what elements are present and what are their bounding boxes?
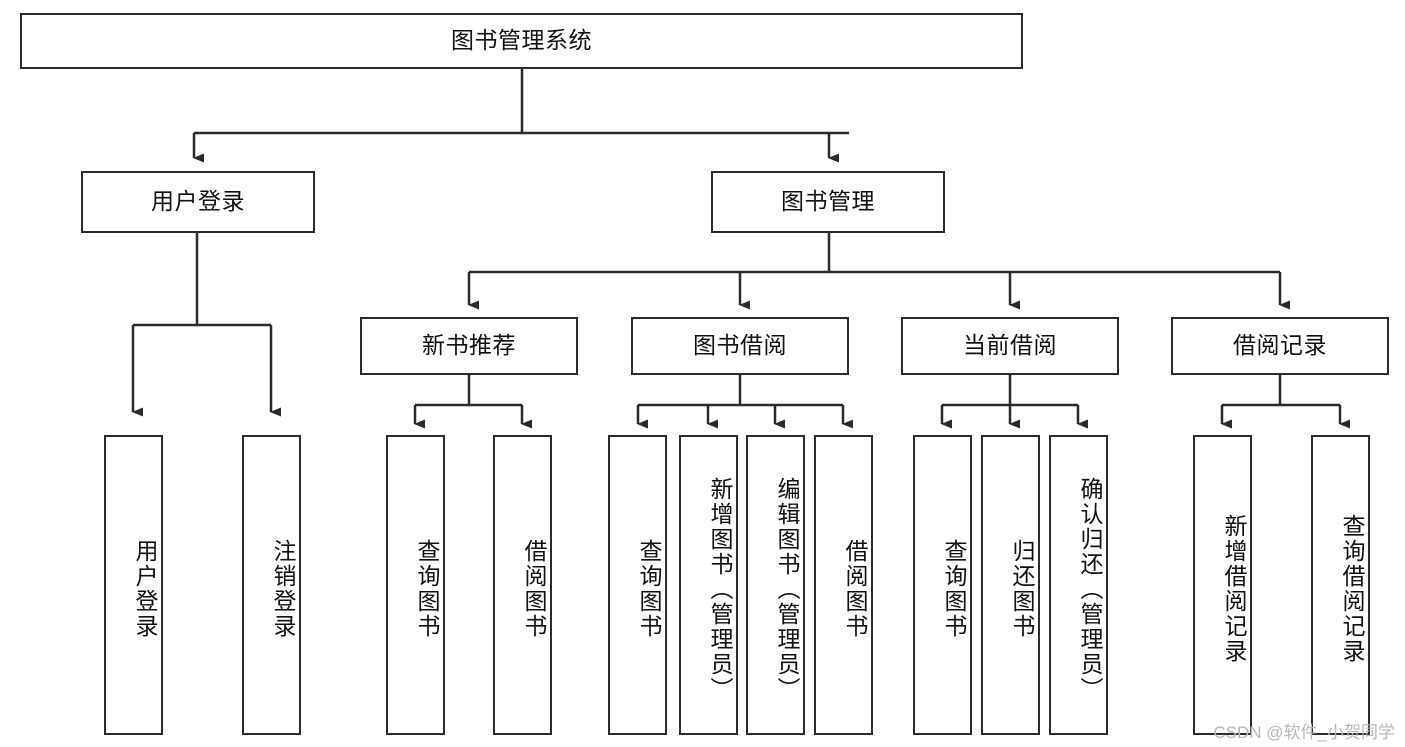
leaf-book-borrow-borrow-book[interactable]: 借阅图书 (814, 435, 873, 735)
leaf-new-book-borrow-book[interactable]: 借阅图书 (493, 435, 552, 735)
node-borrow-record[interactable]: 借阅记录 (1171, 317, 1389, 375)
leaf-current-borrow-confirm-return-admin[interactable]: 确认归还（管理员） (1049, 435, 1108, 735)
node-root-book-management-system[interactable]: 图书管理系统 (20, 13, 1023, 69)
leaf-current-borrow-query-book[interactable]: 查询图书 (913, 435, 972, 735)
node-book-borrow[interactable]: 图书借阅 (631, 317, 849, 375)
node-book-management[interactable]: 图书管理 (711, 171, 945, 233)
leaf-current-borrow-return-book[interactable]: 归还图书 (981, 435, 1040, 735)
leaf-book-borrow-edit-book-admin[interactable]: 编辑图书（管理员） (746, 435, 805, 735)
watermark-text: CSDN @软件_小贺同学 (1213, 723, 1395, 742)
leaf-new-book-query-book[interactable]: 查询图书 (386, 435, 445, 735)
leaf-borrow-record-query-record[interactable]: 查询借阅记录 (1311, 435, 1370, 735)
leaf-book-borrow-add-book-admin[interactable]: 新增图书（管理员） (679, 435, 738, 735)
leaf-borrow-record-add-record[interactable]: 新增借阅记录 (1193, 435, 1252, 735)
leaf-user-login-login[interactable]: 用户登录 (104, 435, 163, 735)
leaf-book-borrow-query-book[interactable]: 查询图书 (608, 435, 667, 735)
node-new-book-recommend[interactable]: 新书推荐 (360, 317, 578, 375)
leaf-user-login-logout[interactable]: 注销登录 (242, 435, 301, 735)
node-user-login[interactable]: 用户登录 (81, 171, 315, 233)
node-current-borrow[interactable]: 当前借阅 (901, 317, 1119, 375)
